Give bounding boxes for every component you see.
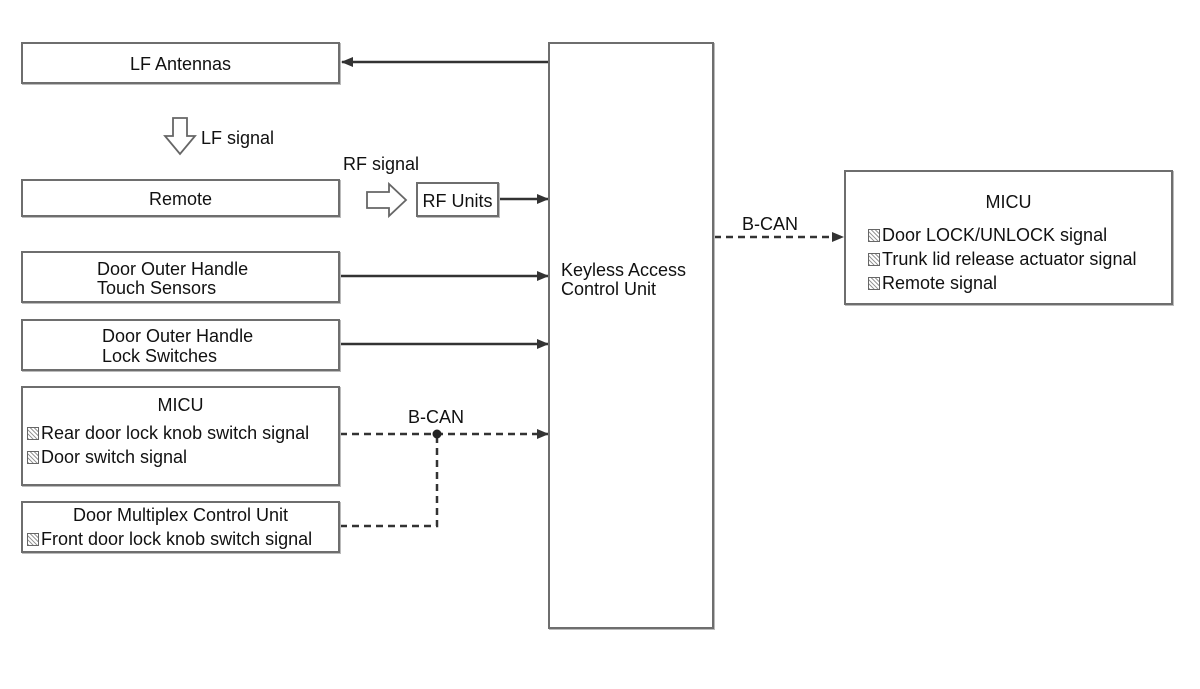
micu-right-box: MICU Door LOCK/UNLOCK signal Trunk lid r…	[844, 170, 1173, 305]
lock-switches-line1: Door Outer Handle	[102, 326, 254, 346]
micu-left-box: MICU Rear door lock knob switch signal D…	[21, 386, 340, 486]
rf-signal-arrow-icon	[366, 181, 408, 219]
lf-signal-label: LF signal	[201, 128, 275, 148]
lf-antennas-label: LF Antennas	[129, 54, 232, 74]
micu-right-list: Door LOCK/UNLOCK signal Trunk lid releas…	[868, 223, 1136, 295]
door-multiplex-box: Door Multiplex Control Unit Front door l…	[21, 501, 340, 553]
lock-switches-box: Door Outer Handle Lock Switches	[21, 319, 340, 371]
micu-right-title: MICU	[985, 192, 1032, 212]
keyless-line2: Control Unit	[561, 279, 657, 299]
bcan-left-label: B-CAN	[408, 407, 465, 427]
bcan-junction-dot	[432, 429, 442, 439]
micu-right-item: Door LOCK/UNLOCK signal	[868, 223, 1136, 247]
door-multiplex-item: Front door lock knob switch signal	[27, 527, 312, 551]
bullet-icon	[868, 253, 880, 266]
rf-signal-label: RF signal	[343, 154, 420, 174]
bullet-icon	[27, 533, 39, 546]
rf-units-box: RF Units	[416, 182, 499, 217]
lf-antennas-box: LF Antennas	[21, 42, 340, 84]
keyless-line1: Keyless Access	[561, 260, 687, 280]
bullet-icon	[868, 229, 880, 242]
bcan-line-multiplex	[340, 434, 439, 528]
micu-left-list: Rear door lock knob switch signal Door s…	[27, 421, 309, 469]
lock-switches-line2: Lock Switches	[102, 346, 218, 366]
touch-sensors-box: Door Outer Handle Touch Sensors	[21, 251, 340, 303]
rf-units-label: RF Units	[422, 191, 493, 211]
door-multiplex-list: Front door lock knob switch signal	[27, 527, 312, 551]
micu-left-item: Rear door lock knob switch signal	[27, 421, 309, 445]
micu-left-title: MICU	[157, 395, 204, 415]
micu-right-item: Remote signal	[868, 271, 1136, 295]
keyless-access-control-unit-box: Keyless Access Control Unit	[548, 42, 714, 629]
remote-box: Remote	[21, 179, 340, 217]
remote-label: Remote	[148, 189, 213, 209]
bullet-icon	[27, 451, 39, 464]
touch-sensors-line2: Touch Sensors	[97, 278, 217, 298]
touch-sensors-line1: Door Outer Handle	[97, 259, 249, 279]
door-multiplex-title: Door Multiplex Control Unit	[72, 505, 289, 525]
micu-left-item: Door switch signal	[27, 445, 309, 469]
bullet-icon	[27, 427, 39, 440]
bcan-right-label: B-CAN	[742, 214, 799, 234]
bullet-icon	[868, 277, 880, 290]
lf-signal-arrow-icon	[163, 117, 197, 156]
micu-right-item: Trunk lid release actuator signal	[868, 247, 1136, 271]
